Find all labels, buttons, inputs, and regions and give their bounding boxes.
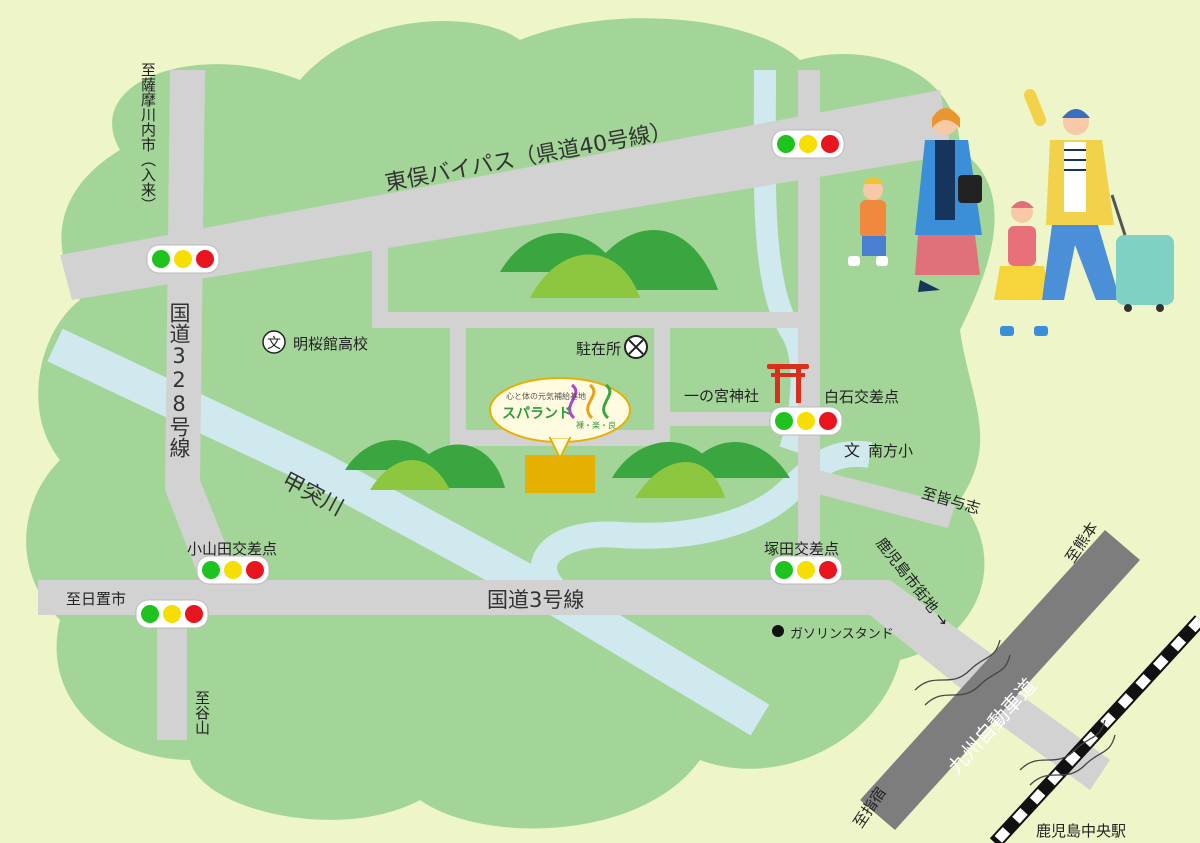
spaland-bubble bbox=[489, 377, 631, 461]
road-route-3 bbox=[38, 580, 1000, 700]
facility-suffix: 裸・楽・良 bbox=[576, 421, 616, 430]
road-network bbox=[38, 70, 1110, 790]
label-parking: 駐在所 bbox=[576, 340, 622, 358]
elementary-school-icon: 文 bbox=[844, 441, 860, 460]
label-gas-station: ガソリンスタンド bbox=[790, 627, 894, 642]
facility-tagline: 心と体の元気補給基地 bbox=[506, 392, 586, 401]
spaland-building bbox=[525, 455, 595, 493]
signal-shiraishi bbox=[769, 406, 843, 436]
road-right-vertical bbox=[798, 70, 820, 590]
label-minamigata: 南方小 bbox=[868, 442, 914, 460]
label-to-taniyama: 至谷山 bbox=[193, 690, 211, 735]
school-icon: 文 bbox=[262, 330, 286, 354]
label-route-3: 国道3号線 bbox=[487, 588, 585, 612]
signal-koyamada bbox=[196, 555, 270, 585]
hills bbox=[345, 230, 790, 498]
label-to-satsumasendai: 至薩摩川内市（入来） bbox=[139, 62, 157, 212]
label-school-meio: 明桜館高校 bbox=[293, 335, 369, 353]
road-to-taniyama bbox=[157, 610, 187, 740]
label-route-328: 国道328号線 bbox=[167, 302, 191, 458]
gas-station-icon bbox=[772, 625, 784, 637]
label-central-station: 鹿児島中央駅 bbox=[1036, 822, 1127, 840]
signal-hioki bbox=[135, 599, 209, 629]
label-shiraishi: 白石交差点 bbox=[824, 388, 900, 406]
railway bbox=[989, 615, 1200, 843]
road-bypass bbox=[60, 90, 952, 300]
svg-text:文: 文 bbox=[844, 441, 860, 460]
label-to-hioki: 至日置市 bbox=[66, 590, 127, 608]
facility-name: スパランド bbox=[502, 406, 572, 422]
signal-bypass-right bbox=[771, 129, 845, 159]
signal-bypass-left bbox=[146, 244, 220, 274]
police-box-icon bbox=[624, 335, 648, 359]
label-tsukada: 塚田交差点 bbox=[764, 540, 840, 558]
torii-icon bbox=[767, 364, 809, 403]
wavy-lines bbox=[914, 639, 1116, 786]
svg-text:文: 文 bbox=[267, 336, 281, 352]
traffic-signals bbox=[135, 129, 845, 629]
expressway bbox=[860, 530, 1140, 830]
signal-tsukada bbox=[769, 555, 843, 585]
label-koyamada: 小山田交差点 bbox=[187, 540, 278, 558]
family-illustration bbox=[848, 89, 1174, 336]
road-to-kaiyoshi bbox=[818, 470, 955, 528]
road-route-328 bbox=[165, 70, 232, 580]
label-shrine: 一の宮神社 bbox=[684, 387, 760, 405]
